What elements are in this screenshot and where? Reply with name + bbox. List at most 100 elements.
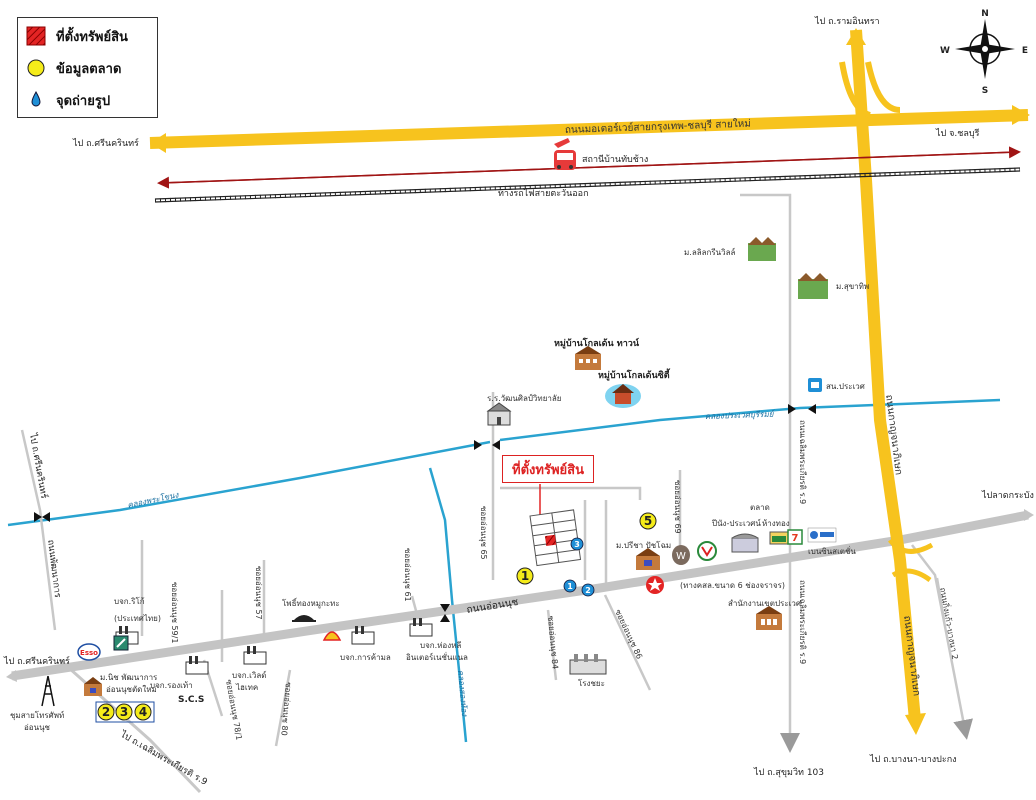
village-sub-label: อ่อนนุชตัดใหม่ [106, 685, 157, 694]
factory-label: โรงชยะ [578, 678, 605, 688]
compass-w: W [940, 46, 950, 56]
factory-icon [243, 646, 267, 665]
legend-photo-label: จุดถ่ายรูป [56, 93, 111, 109]
property-swatch-icon [26, 26, 46, 46]
compass-n: N [981, 9, 989, 19]
factory-icon [569, 654, 607, 675]
house-icon [636, 548, 660, 570]
canal-prawet [499, 398, 1001, 442]
soi-61-label: ซอยอ่อนนุช 61 [403, 548, 412, 602]
market-icon [731, 533, 759, 553]
canals [7, 398, 1001, 743]
canal-phrakhanong [7, 440, 491, 527]
village-label: ม.นิช พัฒนาการ [100, 673, 158, 682]
townhouse-icon [575, 346, 601, 370]
photo-point-3: 3 [570, 537, 584, 551]
esso-icon: Esso [77, 643, 101, 661]
chaloem-lower-label: ถนนเฉลิมพระเกียรติ ร.9 [798, 580, 807, 664]
house-icon [798, 273, 828, 299]
factory-icon [185, 656, 209, 675]
district-office-label: สำนักงานเขตประเวศ [728, 599, 801, 608]
canal-phrakhanong-label: คลองพระโขนง [126, 489, 180, 510]
legend-market-row: ข้อมูลตลาด [26, 56, 121, 80]
station-label: สถานีบ้านทับช้าง [582, 154, 648, 165]
telecom-tower-icon [41, 675, 55, 707]
svg-text:3: 3 [574, 540, 580, 549]
kasikorn-label: เบนซินสเตชั่น [808, 545, 856, 556]
soi-86-label: ซอยอ่อนนุช 86 [613, 608, 644, 660]
motorway [149, 105, 1030, 153]
golden-city-label: หมู่บ้านโกลเด้นซิตี้ [598, 368, 671, 381]
road-phatthanakan [20, 429, 57, 631]
shophouse-label: ห้างทอง [762, 519, 790, 528]
market-circle-icon [27, 59, 45, 77]
pruksa-label: ม.ปรีชา ปัชโฉม [616, 540, 671, 550]
gas-station-icon [646, 576, 664, 594]
motorway-label: ถนนมอเตอร์เวย์สายกรุงเทพ-ชลบุรี สายใหม่ [565, 118, 751, 136]
scs-label: S.C.S [178, 695, 204, 705]
restaurant-icon [292, 615, 316, 622]
road-note-label: (ทางคสล.ขนาด 6 ช่องจราจร) [680, 581, 785, 590]
to-latkrabang-label: ไปลาดกระบัง [981, 490, 1034, 501]
canal-crossings [34, 404, 816, 622]
rail-labels: สถานีบ้านทับช้าง ทางรถไฟสายตะวันออก [498, 154, 648, 199]
lalin-green-label: ม.ลลิลกรีนวิลล์ [684, 247, 736, 257]
railway [154, 146, 1021, 203]
compass-e: E [1022, 46, 1028, 56]
to-srinakarin-top-label: ไป ถ.ศรีนครินทร์ [72, 137, 139, 149]
office-building-icon [756, 606, 782, 630]
soi-69-label: ซอยอ่อนนุช 69 [673, 480, 682, 534]
soi-65-label: ซอยอ่อนนุช 65 [479, 506, 488, 560]
svg-text:2: 2 [585, 586, 591, 595]
soi-57-label: ซอยอ่อนนุช 57 [254, 566, 263, 620]
house-icon [84, 677, 102, 696]
onnut-road [6, 509, 1034, 682]
ricoh-sub-label: (ประเทศไทย) [114, 614, 161, 623]
shell-icon [322, 631, 342, 641]
market-point-4: 4 [134, 703, 152, 721]
king-kaeo-label: ถนนกิ่งแก้ว-บางนา 2 [938, 586, 962, 660]
soi-84-label: ซอยอ่อนนุช 84 [546, 615, 560, 669]
honglee-label: บจก.ห่องหลี [420, 641, 461, 650]
chaloem-upper-label: ถนนเฉลิมพระเกียรติ ร.9 [798, 420, 807, 504]
map-legend: ที่ตั้งทรัพย์สิน ข้อมูลตลาด จุดถ่ายรูป [17, 17, 158, 118]
railway-label: ทางรถไฟสายตะวันออก [498, 188, 589, 199]
to-srinakarin-bottom-label: ไป ถ.ศรีนครินทร์ [3, 655, 70, 667]
legend-property-label: ที่ตั้งทรัพย์สิน [56, 29, 128, 45]
photo-drop-icon [31, 90, 41, 107]
property-site [529, 484, 582, 567]
house-icon [605, 384, 641, 408]
soi-80-label: ซอยอ่อนนุช 80 [279, 682, 293, 736]
golden-town-label: หมู่บ้านโกลเด้น ทาวน์ [554, 337, 640, 349]
legend-photo-row: จุดถ่ายรูป [26, 88, 110, 112]
svg-text:Esso: Esso [80, 649, 98, 657]
telecom-label: ชุมสายโทรศัพท์ [10, 710, 64, 720]
photo-points: 1 2 3 [563, 537, 595, 597]
compass-rose: N S E W [940, 9, 1028, 96]
to-bangna-label: ไป ถ.บางนา-บางปะกง [869, 754, 957, 765]
honglee-sub-label: อินเตอร์เนชั่นแนล [406, 651, 468, 662]
property-marker [544, 534, 557, 547]
soi-59-1-label: ซอยอ่อนนุช 59/1 [170, 582, 179, 643]
temple-icon: W [672, 545, 690, 565]
places: ม.ลลิลกรีนวิลล์ ม.สุขาทิพ สน.ประเวศ หมู่… [10, 237, 869, 732]
shoe-company-label: บจก.รองเท้า [150, 681, 193, 690]
bank-icon [697, 541, 717, 561]
market-name-label: ปีนัง-ประเวศน์ [711, 518, 761, 528]
school-icon [486, 402, 512, 426]
market-point-5: 5 [639, 512, 657, 530]
legend-property-row: ที่ตั้งทรัพย์สิน [26, 24, 128, 48]
train-station-icon [554, 138, 576, 170]
shop-icon [769, 531, 789, 545]
shell-company-label: บจก.การค้ามล [340, 653, 391, 662]
ricoh-label: บจก.ริโก้ [114, 596, 145, 606]
square-logo-icon [113, 635, 129, 651]
market-point-3: 3 [115, 703, 133, 721]
market-label: ตลาด [750, 503, 770, 512]
property-callout-label: ที่ตั้งทรัพย์สิน [512, 462, 584, 478]
supalai-label: ม.สุขาทิพ [836, 282, 869, 291]
market-data-points: 1 2 3 4 5 [95, 512, 657, 723]
bank-logo-icon [807, 527, 837, 543]
kanchanaphisek [839, 28, 934, 735]
